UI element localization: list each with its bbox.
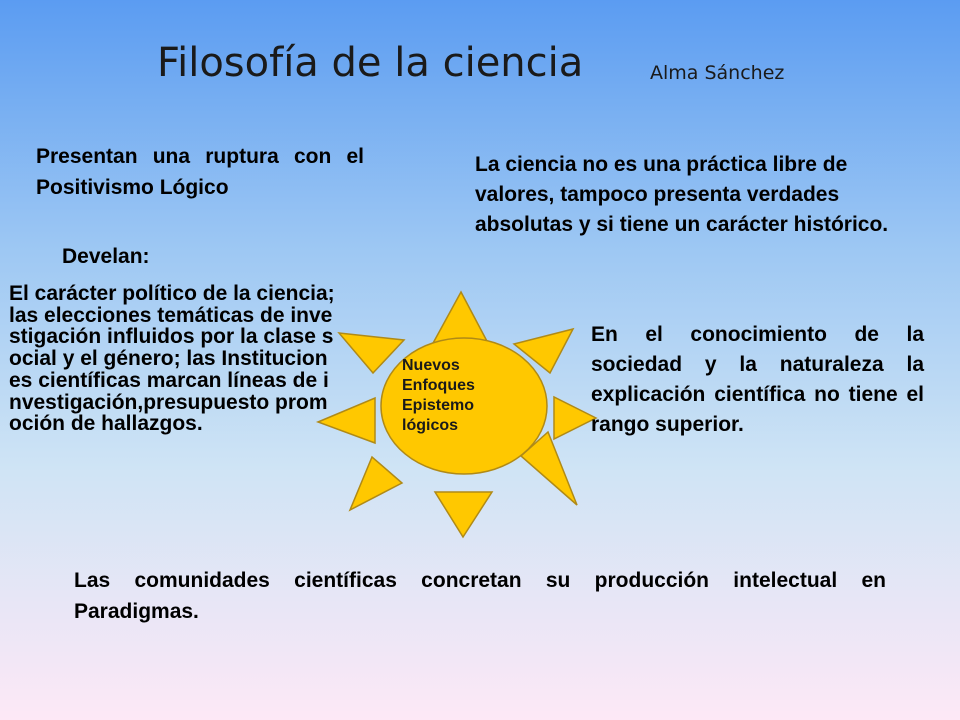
sun-ray-left [315,396,376,445]
sun-ray-top [430,290,491,346]
sun-ray-bottom [433,491,494,539]
text-conocimiento: En el conocimiento de la sociedad y la n… [591,323,924,436]
center-line: Epistemo [402,397,475,414]
text-ciencia-valores: La ciencia no es una práctica libre de v… [475,153,889,236]
text-comunidades: Las comunidades científicas concretan su… [74,569,886,623]
sun-ray-top-right [512,327,575,375]
text-develan: Develan: [62,245,150,268]
sun-center-ellipse [380,337,548,475]
center-line: Enfoques [402,377,475,394]
slide-title: Filosofía de la ciencia [157,40,584,86]
sun-ray-top-left [337,332,406,375]
sun-center-label: Nuevos Enfoques Epistemo lógicos [402,356,527,436]
center-line: lógicos [402,417,459,434]
author-name: Alma Sánchez [650,62,785,84]
text-ruptura-positivismo: Presentan una ruptura con el Positivismo… [36,145,364,199]
sun-rays [315,290,598,539]
center-line: Nuevos [402,357,460,374]
sun-ray-bottom-left [348,455,404,512]
text-caracter-politico: El carácter político de la ciencia; las … [9,282,335,436]
sun-ray-bottom-right [519,430,578,506]
sun-ray-right [553,395,598,441]
